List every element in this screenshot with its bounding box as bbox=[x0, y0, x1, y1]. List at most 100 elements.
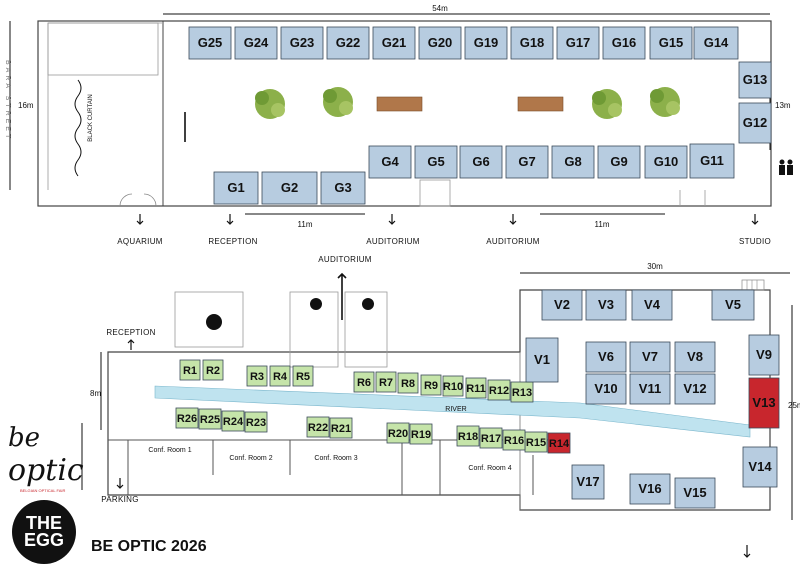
g-booth-g18[interactable]: G18 bbox=[510, 26, 554, 60]
v-booth-v13[interactable]: V13 bbox=[748, 377, 780, 429]
v-booth-v1[interactable]: V1 bbox=[525, 337, 559, 383]
r-booth-r6[interactable]: R6 bbox=[353, 371, 375, 393]
g-booth-g10[interactable]: G10 bbox=[644, 145, 688, 179]
tree-icon bbox=[255, 89, 285, 119]
r-booth-r15[interactable]: R15 bbox=[524, 431, 548, 453]
v-booth-v11[interactable]: V11 bbox=[629, 373, 671, 405]
v-booth-v3[interactable]: V3 bbox=[585, 289, 627, 321]
tree-icon bbox=[323, 87, 353, 117]
r-booth-r21[interactable]: R21 bbox=[329, 417, 353, 439]
g-booth-g21[interactable]: G21 bbox=[372, 26, 416, 60]
curtain-label: BLACK CURTAIN bbox=[88, 94, 94, 141]
r-booth-r19[interactable]: R19 bbox=[409, 423, 433, 445]
r-booth-r8[interactable]: R8 bbox=[397, 372, 419, 394]
g-booth-g19[interactable]: G19 bbox=[464, 26, 508, 60]
booth-shape bbox=[244, 411, 268, 433]
g-booth-g3[interactable]: G3 bbox=[320, 171, 366, 205]
g-booth-g20[interactable]: G20 bbox=[418, 26, 462, 60]
booth-shape bbox=[213, 171, 259, 205]
booth-label: V15 bbox=[683, 485, 706, 500]
r-booth-r14[interactable]: R14 bbox=[547, 432, 571, 454]
v-booth-v7[interactable]: V7 bbox=[629, 341, 671, 373]
booth-shape bbox=[510, 381, 534, 403]
g-booth-g17[interactable]: G17 bbox=[556, 26, 600, 60]
g-booth-g7[interactable]: G7 bbox=[505, 145, 549, 179]
booth-shape bbox=[202, 359, 224, 381]
r-booth-r17[interactable]: R17 bbox=[479, 427, 503, 449]
r-booth-r12[interactable]: R12 bbox=[487, 379, 511, 401]
booth-label: V9 bbox=[756, 347, 772, 362]
booth-shape bbox=[585, 289, 627, 321]
be-optic-logo: be optic BELGIAN OPTICAL FAIR bbox=[8, 423, 84, 493]
g-booth-g12[interactable]: G12 bbox=[738, 102, 772, 144]
r-booth-r24[interactable]: R24 bbox=[221, 410, 245, 432]
restroom-icon bbox=[310, 298, 322, 310]
accessibility-icon bbox=[206, 314, 222, 330]
v-booth-v12[interactable]: V12 bbox=[674, 373, 716, 405]
g-booth-g16[interactable]: G16 bbox=[602, 26, 646, 60]
g-booth-g25[interactable]: G25 bbox=[188, 26, 232, 60]
booth-shape bbox=[353, 371, 375, 393]
r-booth-r11[interactable]: R11 bbox=[465, 377, 487, 399]
g-booth-g5[interactable]: G5 bbox=[414, 145, 458, 179]
r-booth-r2[interactable]: R2 bbox=[202, 359, 224, 381]
g-booth-g2[interactable]: G2 bbox=[261, 171, 318, 205]
v-booth-v5[interactable]: V5 bbox=[711, 289, 755, 321]
r-booth-r4[interactable]: R4 bbox=[269, 365, 291, 387]
g-booth-g9[interactable]: G9 bbox=[597, 145, 641, 179]
booth-label: R13 bbox=[512, 387, 532, 399]
r-booth-r20[interactable]: R20 bbox=[386, 422, 410, 444]
r-booth-r13[interactable]: R13 bbox=[510, 381, 534, 403]
booth-label: R12 bbox=[489, 385, 509, 397]
g-booth-g6[interactable]: G6 bbox=[459, 145, 503, 179]
r-booth-r7[interactable]: R7 bbox=[375, 371, 397, 393]
g-booth-g4[interactable]: G4 bbox=[368, 145, 412, 179]
booth-shape bbox=[234, 26, 278, 60]
booth-label: R3 bbox=[250, 371, 264, 383]
booth-label: V4 bbox=[644, 297, 661, 312]
v-booth-v14[interactable]: V14 bbox=[742, 446, 778, 488]
r-booth-r3[interactable]: R3 bbox=[246, 365, 268, 387]
g-booth-g13[interactable]: G13 bbox=[738, 61, 772, 99]
g-booth-g23[interactable]: G23 bbox=[280, 26, 324, 60]
booth-label: R26 bbox=[177, 413, 197, 425]
booth-label: G23 bbox=[290, 35, 315, 50]
v-booth-v4[interactable]: V4 bbox=[631, 289, 673, 321]
bench-icon bbox=[376, 96, 423, 112]
booth-shape bbox=[459, 145, 503, 179]
r-booth-r10[interactable]: R10 bbox=[442, 375, 464, 397]
booth-shape bbox=[541, 289, 583, 321]
v-booth-v6[interactable]: V6 bbox=[585, 341, 627, 373]
g-booth-g1[interactable]: G1 bbox=[213, 171, 259, 205]
r-booth-r18[interactable]: R18 bbox=[456, 425, 480, 447]
g-booth-g8[interactable]: G8 bbox=[551, 145, 595, 179]
v-booth-v16[interactable]: V16 bbox=[629, 473, 671, 505]
g-booth-g11[interactable]: G11 bbox=[689, 143, 735, 179]
v-booth-v2[interactable]: V2 bbox=[541, 289, 583, 321]
g-booth-g14[interactable]: G14 bbox=[693, 26, 739, 60]
r-booth-r23[interactable]: R23 bbox=[244, 411, 268, 433]
booth-label: G24 bbox=[244, 35, 269, 50]
r-booth-r9[interactable]: R9 bbox=[420, 374, 442, 396]
r-booth-r1[interactable]: R1 bbox=[179, 359, 201, 381]
r-booth-r22[interactable]: R22 bbox=[306, 416, 330, 438]
v-booth-v8[interactable]: V8 bbox=[674, 341, 716, 373]
r-booth-r16[interactable]: R16 bbox=[502, 429, 526, 451]
r-booth-r26[interactable]: R26 bbox=[175, 407, 199, 429]
r-booth-r5[interactable]: R5 bbox=[292, 365, 314, 387]
g-booth-g22[interactable]: G22 bbox=[326, 26, 370, 60]
g-booth-g24[interactable]: G24 bbox=[234, 26, 278, 60]
booth-label: G25 bbox=[198, 35, 223, 50]
v-booth-v17[interactable]: V17 bbox=[571, 464, 605, 500]
booth-shape bbox=[487, 379, 511, 401]
v-booth-v10[interactable]: V10 bbox=[585, 373, 627, 405]
booth-shape bbox=[585, 341, 627, 373]
g-booth-g15[interactable]: G15 bbox=[649, 26, 693, 60]
booth-shape bbox=[465, 377, 487, 399]
booth-label: V8 bbox=[687, 349, 703, 364]
r-booth-r25[interactable]: R25 bbox=[198, 408, 222, 430]
v-booth-v15[interactable]: V15 bbox=[674, 477, 716, 509]
booth-label: G18 bbox=[520, 35, 545, 50]
booth-label: V14 bbox=[748, 459, 772, 474]
v-booth-v9[interactable]: V9 bbox=[748, 334, 780, 376]
